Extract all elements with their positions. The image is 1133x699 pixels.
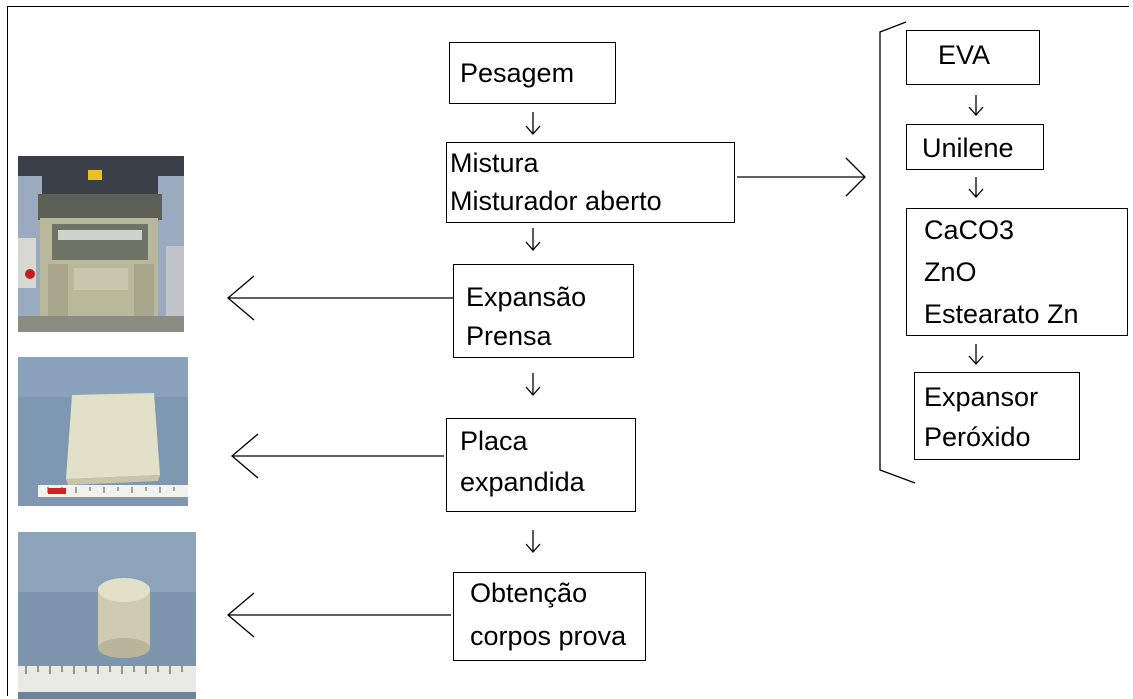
obtencao-box [453,572,646,661]
caco3-label: CaCO3 [924,215,1015,245]
down-arrow-3 [525,373,541,396]
down-arrow-5 [968,95,984,116]
down-arrow-4 [525,530,541,553]
diagram-frame [7,6,1129,696]
expansao-label: Expansão [466,282,587,312]
placa-box [446,418,636,512]
left-arrow-1 [226,275,455,321]
expandida-label: expandida [460,467,585,497]
down-arrow-2 [525,228,541,251]
eva-label: EVA [938,40,991,70]
unilene-label: Unilene [922,133,1014,163]
down-arrow-1 [525,112,541,135]
fillers-box [906,208,1128,336]
expansor-label: Expansor [924,382,1039,412]
expanded-plate-photo [18,357,188,506]
down-arrow-7 [968,344,984,365]
expansao-box [453,264,634,358]
peroxido-label: Peróxido [924,422,1031,452]
specimen-photo [18,532,196,699]
bracket [879,21,916,484]
obtencao-label: Obtenção [470,578,588,608]
eva-box [906,30,1040,85]
right-arrow [737,157,866,197]
press-machine-photo [18,156,184,332]
unilene-box [906,124,1044,170]
zno-label: ZnO [924,257,977,287]
misturador-label: Misturador aberto [450,186,662,216]
left-arrow-2 [230,433,444,479]
left-arrow-3 [226,592,451,638]
prensa-label: Prensa [466,321,552,351]
mistura-label: Mistura [450,148,539,178]
estearato-label: Estearato Zn [924,299,1079,329]
agents-box [914,372,1080,460]
placa-label: Placa [460,426,528,456]
pesagem-label: Pesagem [460,58,575,88]
corpos-prova-label: corpos prova [470,621,627,651]
down-arrow-6 [968,177,984,198]
pesagem-box [449,42,616,104]
mistura-box [446,142,735,223]
